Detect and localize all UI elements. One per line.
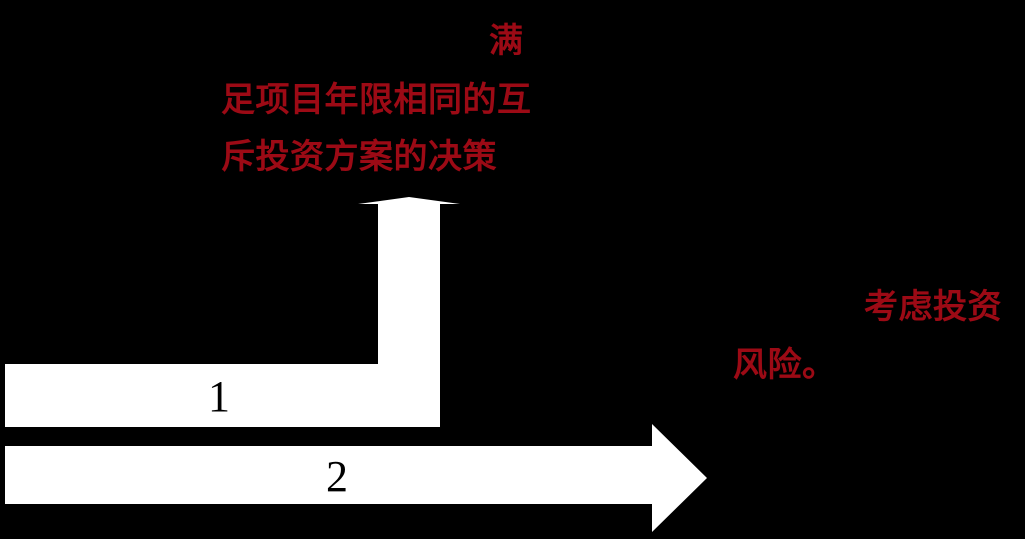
annotation-right-line-1: 考虑投资 — [864, 287, 1002, 327]
arrow-two-label: 2 — [326, 452, 348, 501]
annotation-right-line-2: 风险。 — [733, 345, 837, 385]
elbow-arrow-up-icon — [5, 197, 460, 427]
annotation-top-line-1: 满 — [489, 21, 524, 61]
annotation-top-line-2: 足项目年限相同的互 — [221, 80, 532, 120]
arrow-one-label: 1 — [208, 372, 230, 421]
arrow-right-icon — [5, 424, 707, 532]
annotation-top-line-3: 斥投资方案的决策 — [221, 137, 497, 177]
